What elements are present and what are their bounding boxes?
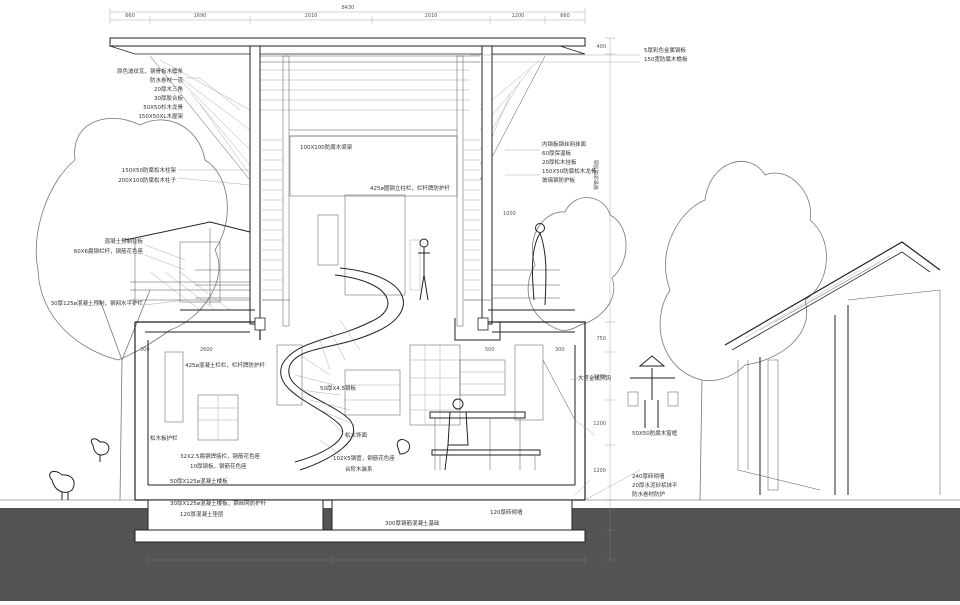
note-roof-right-1: 5厚彩色金属钢板 <box>644 46 686 54</box>
note-mid-left-2: 60X6扁钢栏杆，钢筋花色座 <box>74 247 144 255</box>
right-house <box>724 241 941 495</box>
note-upper-right-4: 150X50防腐松木龙骨 <box>542 167 597 175</box>
note-floor-left-3: 50厚X125ø混凝土楼板 <box>170 477 228 485</box>
spiral-stair <box>280 267 404 471</box>
dim-right-4: 1200 <box>593 421 606 427</box>
floor-slab <box>134 317 586 500</box>
note-roof-left-6: 150X50XL木屋架 <box>138 112 183 120</box>
note-upper-left-2: 200X100防腐松木柱子 <box>118 176 176 184</box>
note-wood-board: 松木板护栏 <box>150 434 178 442</box>
note-frame: 50X50防腐木窗框 <box>632 429 678 437</box>
dim-top-5: 1200 <box>512 13 525 19</box>
figure-chicken-2 <box>90 438 110 462</box>
table-bench <box>429 411 541 470</box>
dim-top-2: 1690 <box>194 13 207 19</box>
note-lower-rail: 425ø混凝土栏栏，栏杆牌防护杆 <box>185 361 265 369</box>
tree-right <box>659 160 827 501</box>
dim-inner-4: 2600 <box>200 347 213 353</box>
dim-top-4: 2010 <box>425 13 438 19</box>
note-foundation-mid: 300厚钢筋混凝土基础 <box>385 519 440 527</box>
balcony-rails <box>180 269 575 311</box>
figure-cat <box>396 439 411 455</box>
dim-inner-5: 500 <box>485 347 495 353</box>
note-beam: 100X100防腐木梁架 <box>300 143 353 151</box>
note-wall-right-1: 240厚砖砌墙 <box>632 472 665 480</box>
note-foundation-left-1: 30厚X125ø混凝土楼板，钢丝网防护杆 <box>170 499 267 507</box>
figure-person-right-balcony <box>531 223 547 306</box>
note-step2: 台阶木装系 <box>345 465 373 473</box>
note-step: 102X5钢管，钢筋花色座 <box>333 454 395 462</box>
note-mid-left-1: 混凝土预制挂板 <box>104 237 143 245</box>
note-upper-right-1: 内钢板钢丝网抹面 <box>542 140 587 148</box>
dim-bottom-2: 4050 <box>452 553 465 559</box>
note-upper-right-2: 60厚保温板 <box>542 149 571 157</box>
dim-inner-3: 1000 <box>503 211 516 217</box>
note-floor-left-1: 32X2.5扁钢焊接栏，钢筋花色座 <box>180 452 261 460</box>
dim-right-7: 350 <box>596 543 606 549</box>
dim-bottom-1: 3150 <box>234 553 247 559</box>
note-mid-left-3: 30厚125ø混凝土预制，钢网水平护栏 <box>51 299 144 307</box>
dim-right-1: 400 <box>596 44 606 50</box>
note-wall-right-3: 防水卷材防护 <box>632 490 666 498</box>
dim-right-6: 300 <box>596 513 606 519</box>
figure-chicken-1 <box>49 470 75 500</box>
note-vertical: 钢管玻璃顶面 <box>593 160 600 190</box>
dim-total: 8430 <box>342 5 355 11</box>
dim-inner-2: 300 <box>555 347 565 353</box>
note-floor-left-2: 10厚钢板，钢筋花色座 <box>190 462 247 470</box>
note-upper-left-1: 150X50防腐松木柱架 <box>122 166 177 174</box>
left-neighbor <box>124 221 251 311</box>
note-roof-left-4: 30厚胶合板 <box>154 94 183 102</box>
note-roof-left-2: 防水卷材一道 <box>150 76 184 84</box>
tree-left <box>35 118 228 501</box>
dim-top-3: 2010 <box>305 13 318 19</box>
dim-top-1: 660 <box>125 13 135 19</box>
dim-inner-1: 300 <box>140 347 150 353</box>
figure-person-seated <box>444 398 469 471</box>
note-stair-wood: 松木饰面 <box>345 431 368 439</box>
dim-right-5: 1200 <box>593 468 606 474</box>
note-roof-left-1: 原色波纹瓦，钢骨板木檩条 <box>117 67 184 75</box>
dim-right-3: 1200 <box>593 374 606 380</box>
figure-farmer <box>627 355 679 428</box>
note-rail-upper: 425ø圆钢立柱栏，栏杆牌防护杆 <box>370 184 450 192</box>
note-foundation-left-2: 120厚混凝土垫层 <box>180 510 224 518</box>
note-roof-right-2: 150宽防腐木檐板 <box>644 55 688 63</box>
note-upper-right-5: 玻璃钢防护板 <box>542 176 576 184</box>
note-foundation-right: 120厚砖砌墙 <box>490 508 523 516</box>
dim-top-6: 660 <box>560 13 570 19</box>
dimension-lines <box>109 8 615 565</box>
note-window: 大号金属风钩 <box>578 374 612 382</box>
foundation <box>134 499 586 543</box>
note-roof-left-5: 50X50杉木龙骨 <box>143 103 183 111</box>
note-upper-right-3: 20厚松木挂板 <box>542 158 577 166</box>
note-wall-right-2: 20厚水泥砂浆抹平 <box>632 481 678 489</box>
note-roof-left-3: 20厚木三角 <box>154 85 183 93</box>
note-stair: 50厚X4.5钢板 <box>320 384 357 392</box>
leader-lines <box>144 54 641 501</box>
figure-person-upper <box>418 238 430 301</box>
dim-right-2: 750 <box>596 336 606 342</box>
